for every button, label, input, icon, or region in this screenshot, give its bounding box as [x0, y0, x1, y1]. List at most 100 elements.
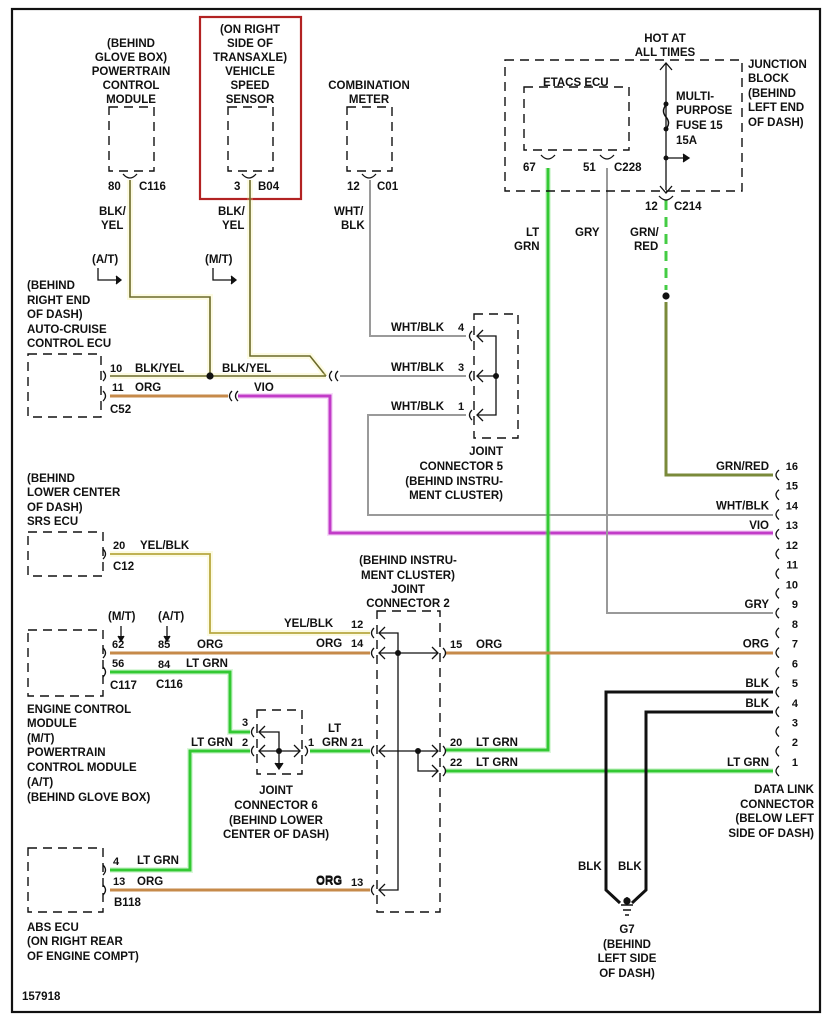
- svg-text:20: 20: [113, 540, 125, 552]
- wire-blk-dlc5: [604, 690, 773, 905]
- svg-text:(BEHIND: (BEHIND: [107, 38, 155, 50]
- svg-text:15A: 15A: [676, 135, 697, 147]
- svg-text:(BEHIND: (BEHIND: [748, 88, 796, 100]
- svg-text:OF DASH): OF DASH): [748, 117, 804, 129]
- etacs-title: ETACS ECU: [543, 77, 609, 89]
- svg-text:METER: METER: [349, 94, 390, 106]
- dlc-pin-wire-label: VIO: [749, 520, 769, 532]
- cruise-box: [27, 353, 102, 418]
- svg-text:13: 13: [113, 876, 125, 888]
- c214-connector: C214: [674, 201, 702, 213]
- dlc-pin-labels: 16GRN/RED1514WHT/BLK13VIO1211109GRY87ORG…: [716, 461, 799, 769]
- dlc-pin-cup: [775, 666, 780, 678]
- c214-wire: GRN/: [630, 227, 660, 239]
- dlc-pin-wire-label: LT GRN: [727, 757, 769, 769]
- svg-text:RIGHT END: RIGHT END: [27, 295, 90, 307]
- svg-text:POWERTRAIN: POWERTRAIN: [27, 747, 106, 759]
- svg-text:SIDE OF: SIDE OF: [227, 38, 273, 50]
- svg-text:MULTI-: MULTI-: [676, 91, 714, 103]
- joint6-title: JOINT CONNECTOR 6 (BEHIND LOWER CENTER O…: [223, 785, 329, 841]
- dlc-pin-wire-label: BLK: [745, 678, 769, 690]
- cruise-title: (BEHIND RIGHT END OF DASH) AUTO-CRUISE C…: [27, 280, 111, 350]
- abs-box: [27, 847, 104, 913]
- svg-text:(ON RIGHT REAR: (ON RIGHT REAR: [27, 936, 124, 948]
- cup-c214: [658, 195, 674, 201]
- svg-text:JOINT: JOINT: [391, 584, 425, 596]
- wire-blkyel-pcm-glow: [127, 180, 213, 376]
- svg-text:OF DASH): OF DASH): [27, 309, 83, 321]
- mt-label: (M/T): [205, 254, 233, 266]
- svg-text:11: 11: [112, 382, 124, 394]
- svg-text:BLOCK: BLOCK: [748, 73, 790, 85]
- svg-text:HOT AT: HOT AT: [644, 33, 686, 45]
- svg-text:SENSOR: SENSOR: [226, 94, 275, 106]
- meter-connector: C01: [377, 181, 399, 193]
- wire-ltgrn-ecm: [110, 670, 250, 734]
- svg-text:12: 12: [351, 619, 363, 631]
- dlc-pin-number: 8: [792, 619, 798, 631]
- svg-text:(BEHIND GLOVE BOX): (BEHIND GLOVE BOX): [27, 792, 150, 804]
- wire-vio-glow: [238, 393, 773, 536]
- pcm-wire: BLK/: [99, 206, 127, 218]
- svg-text:CONTROL MODULE: CONTROL MODULE: [27, 762, 137, 774]
- dlc-pin-cup: [775, 706, 780, 718]
- joint5-title: JOINT CONNECTOR 5 (BEHIND INSTRU- MENT C…: [405, 446, 503, 502]
- srs-title: (BEHIND LOWER CENTER OF DASH) SRS ECU: [27, 473, 121, 528]
- dlc-pin-number: 4: [792, 698, 799, 710]
- svg-text:(BELOW LEFT: (BELOW LEFT: [735, 813, 814, 825]
- joint6-box: [256, 709, 303, 775]
- svg-text:(BEHIND: (BEHIND: [27, 280, 75, 292]
- svg-text:(BEHIND: (BEHIND: [27, 473, 75, 485]
- ground-title: G7 (BEHIND LEFT SIDE OF DASH): [598, 924, 657, 980]
- junction-block-label: JUNCTION BLOCK (BEHIND LEFT END OF DASH): [748, 59, 807, 129]
- svg-text:C52: C52: [110, 404, 131, 416]
- wire-whtblk-1: [367, 414, 773, 516]
- svg-text:SIDE OF DASH): SIDE OF DASH): [728, 828, 814, 840]
- meter-title: COMBINATION METER: [328, 80, 410, 106]
- svg-text:G7: G7: [619, 924, 634, 936]
- dlc-pin-number: 7: [792, 639, 798, 651]
- svg-text:(BEHIND LOWER: (BEHIND LOWER: [229, 815, 324, 827]
- dlc-pin-cup: [775, 508, 780, 520]
- svg-text:B118: B118: [114, 897, 141, 909]
- dlc-pin-cup: [775, 548, 780, 560]
- svg-text:JUNCTION: JUNCTION: [748, 59, 807, 71]
- dlc-pin-cups: [775, 469, 780, 777]
- wire-ltgrn-abs: [110, 749, 250, 872]
- svg-text:GRN: GRN: [514, 241, 540, 253]
- dlc-pin-number: 6: [792, 658, 798, 670]
- svg-text:GLOVE BOX): GLOVE BOX): [95, 52, 167, 64]
- svg-text:13: 13: [351, 877, 363, 889]
- ecm-title: ENGINE CONTROL MODULE (M/T) POWERTRAIN C…: [27, 704, 150, 804]
- svg-text:10: 10: [110, 363, 122, 375]
- svg-text:VEHICLE: VEHICLE: [225, 66, 275, 78]
- svg-text:LT GRN: LT GRN: [476, 737, 518, 749]
- svg-text:(BEHIND: (BEHIND: [603, 939, 651, 951]
- svg-text:CONTROL ECU: CONTROL ECU: [27, 338, 111, 350]
- dlc-pin-wire-label: BLK: [745, 698, 769, 710]
- svg-text:LT GRN: LT GRN: [476, 757, 518, 769]
- dlc-pin-wire-label: WHT/BLK: [716, 500, 770, 512]
- svg-text:BLK: BLK: [341, 220, 365, 232]
- svg-text:GRN: GRN: [322, 737, 348, 749]
- svg-text:ORG: ORG: [137, 876, 163, 888]
- svg-text:BLK/YEL: BLK/YEL: [135, 363, 184, 375]
- wire-grnred: [664, 302, 773, 477]
- svg-text:JOINT: JOINT: [259, 785, 293, 797]
- svg-text:56: 56: [112, 658, 124, 670]
- svg-text:MODULE: MODULE: [106, 94, 156, 106]
- dlc-pin-number: 12: [786, 540, 798, 552]
- svg-text:4: 4: [113, 856, 120, 868]
- vss-pin: 3: [234, 181, 240, 193]
- svg-text:LT GRN: LT GRN: [137, 855, 179, 867]
- etacs-wire-a: LT: [526, 227, 539, 239]
- svg-text:YEL: YEL: [101, 220, 123, 232]
- splice-dots: [206, 101, 670, 754]
- dlc-pin-cup: [775, 587, 780, 599]
- svg-text:(BEHIND INSTRU-: (BEHIND INSTRU-: [359, 555, 457, 567]
- c214-pin: 12: [645, 201, 658, 213]
- svg-text:LEFT SIDE: LEFT SIDE: [598, 953, 657, 965]
- svg-text:MENT CLUSTER): MENT CLUSTER): [361, 570, 455, 582]
- meter-wire: WHT/: [334, 206, 364, 218]
